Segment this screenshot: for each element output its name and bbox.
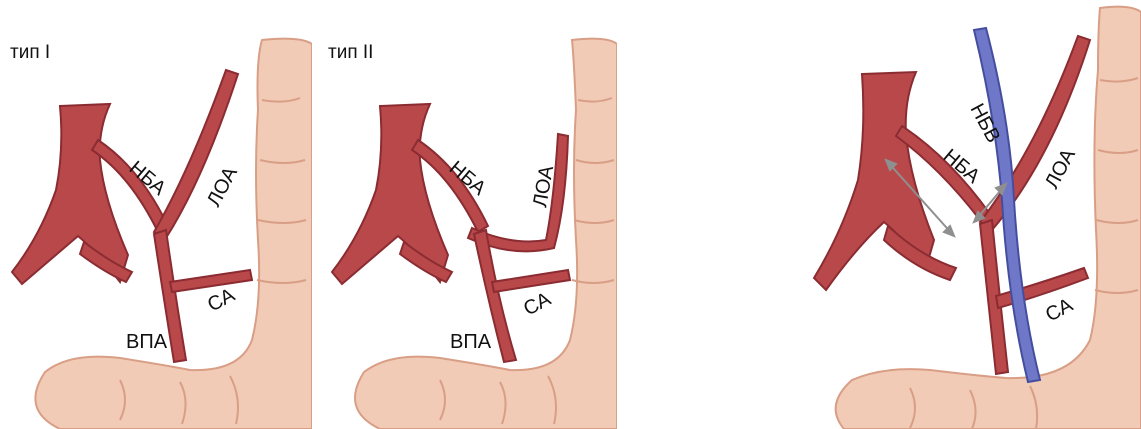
panel-type-2: НБА ЛОА СА ВПА тип II xyxy=(322,0,617,429)
panel-label-type-1: тип I xyxy=(10,42,50,64)
label-sa: СА xyxy=(520,288,555,321)
label-vpa: ВПА xyxy=(450,331,492,353)
measurement-illustration: НБВ НБА ЛОА СА xyxy=(800,0,1141,429)
artery-tree xyxy=(12,70,252,362)
type-1-illustration: НБА ЛОА СА ВПА xyxy=(0,0,312,429)
panel-type-1: НБА ЛОА СА ВПА тип I xyxy=(0,0,312,429)
panel-measurement: НБВ НБА ЛОА СА xyxy=(800,0,1141,429)
label-sa: СА xyxy=(204,284,239,317)
artery-tree xyxy=(332,104,570,362)
label-sa: СА xyxy=(1042,294,1077,327)
label-loa: ЛОА xyxy=(1041,145,1080,193)
type-2-illustration: НБА ЛОА СА ВПА xyxy=(322,0,617,429)
artery-tree xyxy=(814,36,1090,374)
label-vpa: ВПА xyxy=(126,331,168,353)
label-loa: ЛОА xyxy=(203,163,242,211)
panel-label-type-2: тип II xyxy=(328,42,373,64)
